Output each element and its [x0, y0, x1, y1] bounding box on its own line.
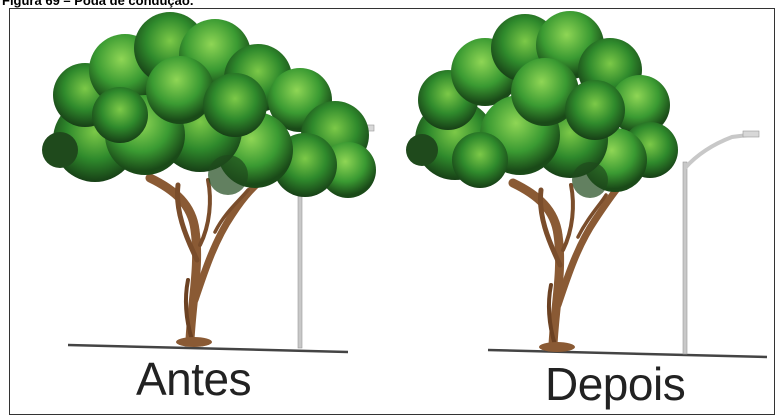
ground-line-depois: [488, 350, 767, 357]
tree-canopy-depois: [406, 11, 678, 198]
panel-label-depois: Depois: [545, 357, 685, 411]
panel-label-antes: Antes: [136, 352, 251, 406]
tree-roots-antes: [176, 337, 212, 347]
tree-roots-depois: [539, 342, 575, 352]
street-light-depois: [683, 131, 759, 354]
panel-depois: [406, 11, 767, 357]
tree-trunk-depois: [513, 183, 620, 345]
tree-canopy-antes: [42, 12, 376, 198]
ground-line-antes: [68, 345, 348, 352]
panel-antes: [42, 12, 376, 352]
tree-trunk-antes: [150, 175, 268, 340]
